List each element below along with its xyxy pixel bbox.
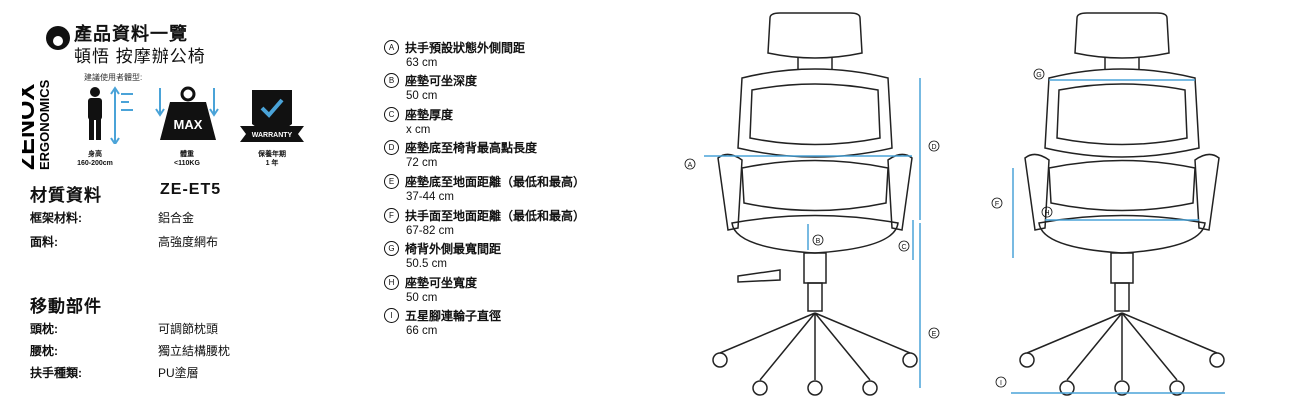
- headrest-label: 頭枕:: [30, 322, 58, 336]
- height-icon: [75, 84, 145, 146]
- armrest-type-value: PU塗層: [158, 366, 199, 380]
- diagram-marker-e: E: [932, 331, 937, 338]
- armrest-type-label: 扶手種類:: [30, 366, 82, 380]
- marker-b-icon: B: [384, 73, 399, 88]
- page-title: 產品資料一覽: [74, 24, 188, 44]
- warranty-icon: WARRANTY: [236, 86, 308, 146]
- chair-front-diagram: A B C D E: [680, 8, 960, 403]
- diagram-marker-d: D: [931, 144, 936, 151]
- marker-h-icon: H: [384, 275, 399, 290]
- diagram-marker-g: G: [1036, 72, 1041, 79]
- frame-material-label: 框架材料:: [30, 211, 82, 225]
- diagram-marker-b: B: [816, 238, 821, 245]
- moving-parts-title: 移動部件: [30, 297, 102, 316]
- page-subtitle: 頓悟 按摩辦公椅: [74, 47, 206, 66]
- marker-e-icon: E: [384, 174, 399, 189]
- marker-f-icon: F: [384, 208, 399, 223]
- headrest-value: 可調節枕頭: [158, 322, 219, 336]
- diagram-marker-c: C: [901, 244, 906, 251]
- frame-material-value: 鋁合金: [158, 211, 195, 225]
- marker-i-icon: I: [384, 308, 399, 323]
- fabric-value: 高強度網布: [158, 235, 219, 249]
- recommended-label: 建議使用者體型:: [84, 73, 143, 82]
- materials-title: 材質資料: [30, 186, 102, 205]
- weight-badge: MAX: [174, 117, 203, 132]
- weight-caption: 體重<110KG: [174, 151, 200, 167]
- brand-logo: ZENOX ERGONOMICS: [12, 20, 70, 170]
- lumbar-label: 腰枕:: [30, 344, 58, 358]
- fabric-label: 面料:: [30, 235, 58, 249]
- marker-c-icon: C: [384, 107, 399, 122]
- marker-g-icon: G: [384, 241, 399, 256]
- diagram-marker-f: F: [995, 201, 999, 208]
- diagram-marker-a: A: [688, 162, 693, 169]
- diagram-marker-i: I: [1000, 380, 1002, 387]
- diagram-marker-h: H: [1044, 210, 1049, 217]
- brand-sub: ERGONOMICS: [37, 79, 52, 170]
- lumbar-value: 獨立結構腰枕: [158, 344, 231, 358]
- marker-a-icon: A: [384, 40, 399, 55]
- model-number: ZE-ET5: [160, 181, 222, 198]
- weight-icon: MAX: [150, 84, 225, 144]
- chair-back-diagram: G F H I: [985, 8, 1255, 403]
- warranty-badge: WARRANTY: [252, 132, 293, 139]
- marker-d-icon: D: [384, 140, 399, 155]
